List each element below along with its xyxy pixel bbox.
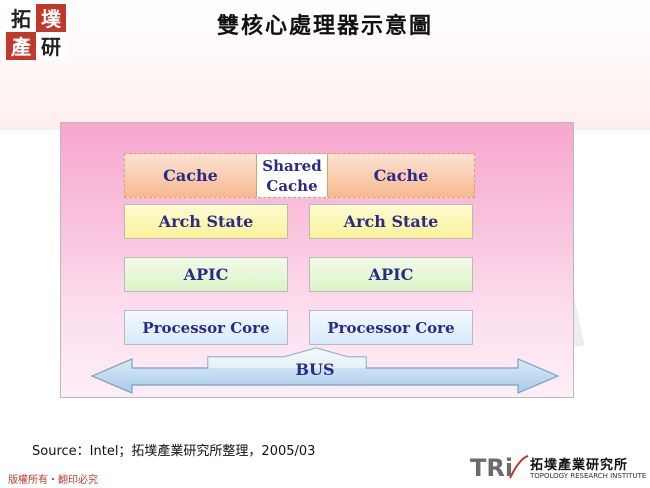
logo-char-1: 拓 bbox=[11, 7, 31, 31]
apic-right: APIC bbox=[309, 257, 473, 292]
tri-institute-subtitle: TOPOLOGY RESEARCH INSTITUTE bbox=[530, 472, 647, 480]
apic-left: APIC bbox=[124, 257, 288, 292]
arch-state-right: Arch State bbox=[309, 204, 473, 239]
arch-state-left: Arch State bbox=[124, 204, 288, 239]
logo-char-3: 產 bbox=[11, 35, 31, 59]
logo-char-4: 研 bbox=[41, 35, 61, 59]
copyright-footer: 版權所有・翻印必究 bbox=[8, 475, 98, 486]
bus-arrow bbox=[90, 347, 560, 394]
bus-arrow-up-shape bbox=[208, 348, 366, 368]
logo-char-2: 墣 bbox=[41, 7, 62, 31]
tri-brand-logo-icon: TRi bbox=[470, 454, 529, 482]
source-caption: Source：Intel；拓墣產業研究所整理，2005/03 bbox=[32, 444, 316, 459]
processor-core-right: Processor Core bbox=[309, 310, 473, 345]
cache-row: Cache Shared Cache Cache bbox=[124, 153, 475, 198]
bus-label: BUS bbox=[295, 360, 335, 379]
page-title: 雙核心處理器示意圖 bbox=[216, 13, 433, 39]
shared-cache-line2: Cache bbox=[266, 176, 318, 195]
header-background bbox=[0, 0, 650, 130]
shared-cache: Shared Cache bbox=[256, 154, 328, 197]
cache-right: Cache bbox=[373, 166, 429, 185]
tri-logo-icon: 拓 墣 產 研 bbox=[6, 4, 66, 60]
processor-core-left: Processor Core bbox=[124, 310, 288, 345]
tri-institute-name: 拓墣產業研究所 bbox=[530, 458, 629, 473]
tri-swoosh bbox=[509, 455, 529, 479]
shared-cache-line1: Shared bbox=[262, 156, 322, 175]
tri-brand-text: TRi bbox=[470, 454, 513, 482]
cache-left: Cache bbox=[163, 166, 218, 185]
